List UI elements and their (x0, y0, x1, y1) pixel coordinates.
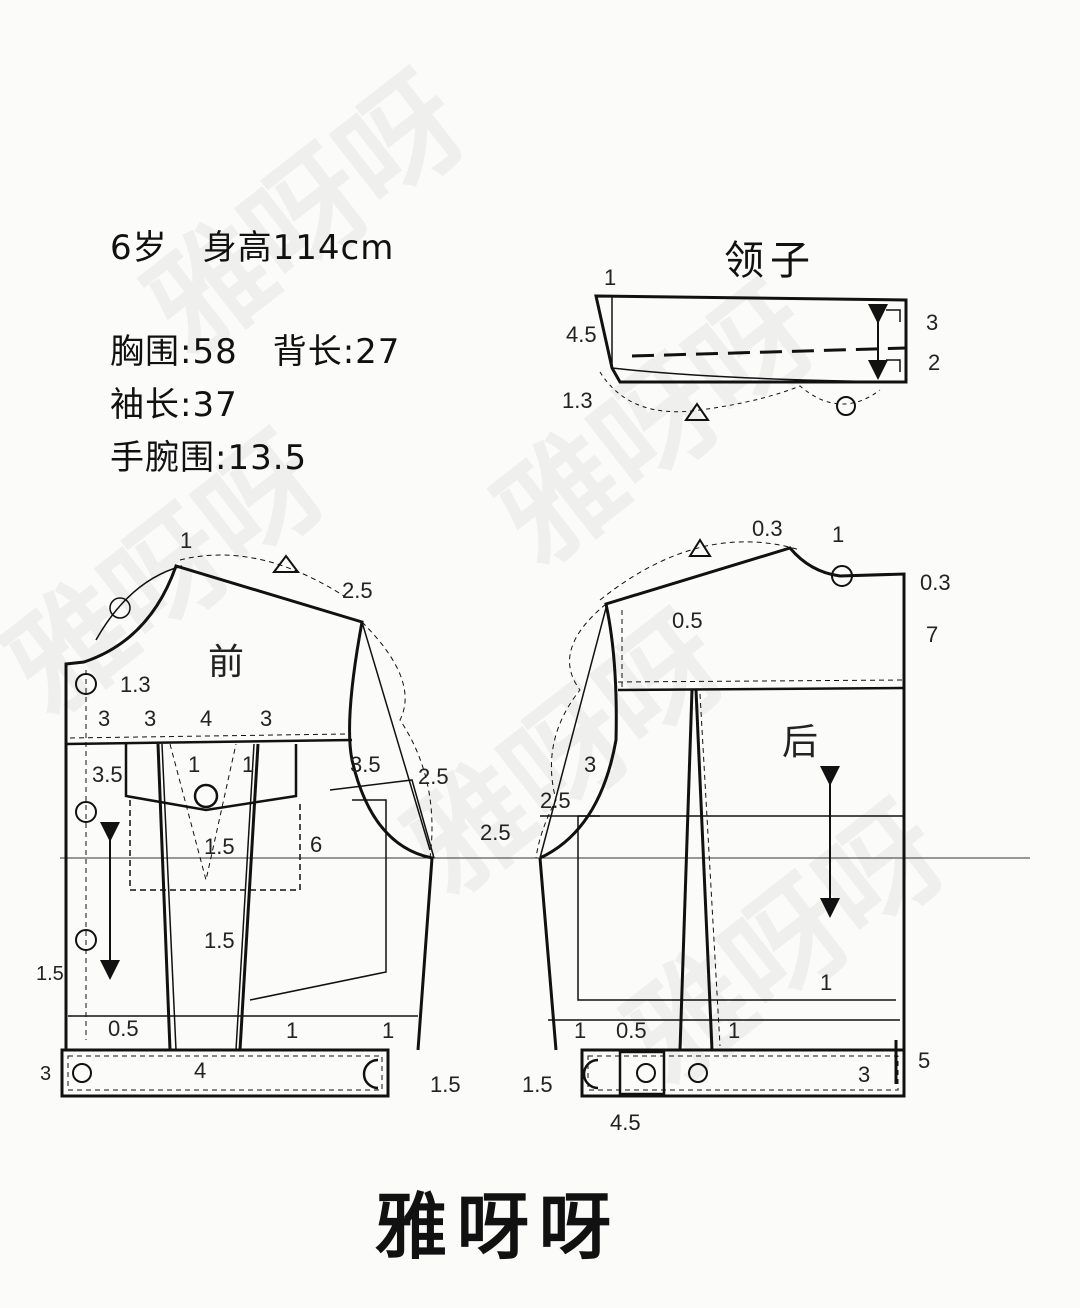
front-dim: 1.5 (204, 834, 235, 859)
front-label: 前 (208, 641, 244, 682)
front-dim: 3.5 (350, 752, 381, 777)
button-icon (688, 1063, 708, 1083)
back-dim: 7 (926, 622, 938, 647)
front-dim: 1 (286, 1018, 298, 1043)
button-icon (75, 929, 97, 951)
back-dim: 3 (858, 1062, 870, 1087)
front-dim: 3 (260, 706, 272, 731)
back-dim: 1 (832, 522, 844, 547)
front-dim: 1.5 (204, 928, 235, 953)
front-piece (60, 554, 435, 1098)
front-dim: 1.3 (120, 672, 151, 697)
front-dim: 2.5 (418, 764, 449, 789)
front-dim: 3 (98, 706, 110, 731)
circle-icon (836, 396, 856, 416)
front-dim: 3 (144, 706, 156, 731)
brand-title: 雅呀呀 (375, 1185, 622, 1269)
collar-dim: 3 (926, 310, 938, 335)
circle-icon (831, 565, 853, 587)
collar-dim: 4.5 (566, 322, 597, 347)
circle-icon (109, 597, 131, 619)
collar-dim: 1 (604, 265, 616, 290)
front-dim: 4 (194, 1058, 206, 1083)
spec-chest-back: 胸围:58 背长:27 (110, 332, 401, 372)
triangle-icon (684, 402, 710, 421)
front-dim: 3.5 (92, 762, 123, 787)
back-dim: 1 (820, 970, 832, 995)
triangle-icon (272, 554, 300, 573)
button-icon (75, 673, 97, 695)
button-icon (72, 1063, 92, 1083)
back-dim: 1 (574, 1018, 586, 1043)
front-dim: 2.5 (342, 578, 373, 603)
spec-sleeve: 袖长:37 (110, 385, 238, 425)
back-dim: 1.5 (522, 1072, 553, 1097)
back-dim: 4.5 (610, 1110, 641, 1135)
front-dim: 1 (382, 1018, 394, 1043)
triangle-icon (688, 538, 712, 557)
back-piece (535, 538, 906, 1098)
back-dim: 0.3 (920, 570, 951, 595)
spec-wrist: 手腕围:13.5 (110, 438, 308, 478)
front-dim: 1.5 (430, 1072, 461, 1097)
back-dim: 2.5 (540, 788, 571, 813)
button-icon (636, 1063, 656, 1083)
collar-dim: 1.3 (562, 388, 593, 413)
back-dim: 1 (728, 1018, 740, 1043)
front-dim: 1.5 (36, 963, 64, 985)
back-dim: 3 (584, 752, 596, 777)
front-dim: 4 (200, 706, 212, 731)
back-dim: 0.3 (752, 516, 783, 541)
back-dim: 5 (918, 1048, 930, 1073)
collar-title: 领子 (724, 238, 816, 284)
spec-age-height: 6岁 身高114cm (110, 228, 395, 268)
back-dim: 2.5 (480, 820, 511, 845)
back-dim: 0.5 (672, 608, 703, 633)
front-dim: 3 (40, 1063, 51, 1085)
button-icon (75, 801, 97, 823)
front-dim: 0.5 (108, 1016, 139, 1041)
front-dim: 6 (310, 832, 322, 857)
front-dim: 1 (242, 752, 254, 777)
back-label: 后 (782, 721, 818, 762)
collar-piece (594, 294, 908, 421)
collar-dim: 2 (928, 350, 940, 375)
front-dim: 1 (180, 528, 192, 553)
back-dim: 0.5 (616, 1018, 647, 1043)
front-dim: 1 (188, 752, 200, 777)
button-icon (193, 783, 219, 809)
